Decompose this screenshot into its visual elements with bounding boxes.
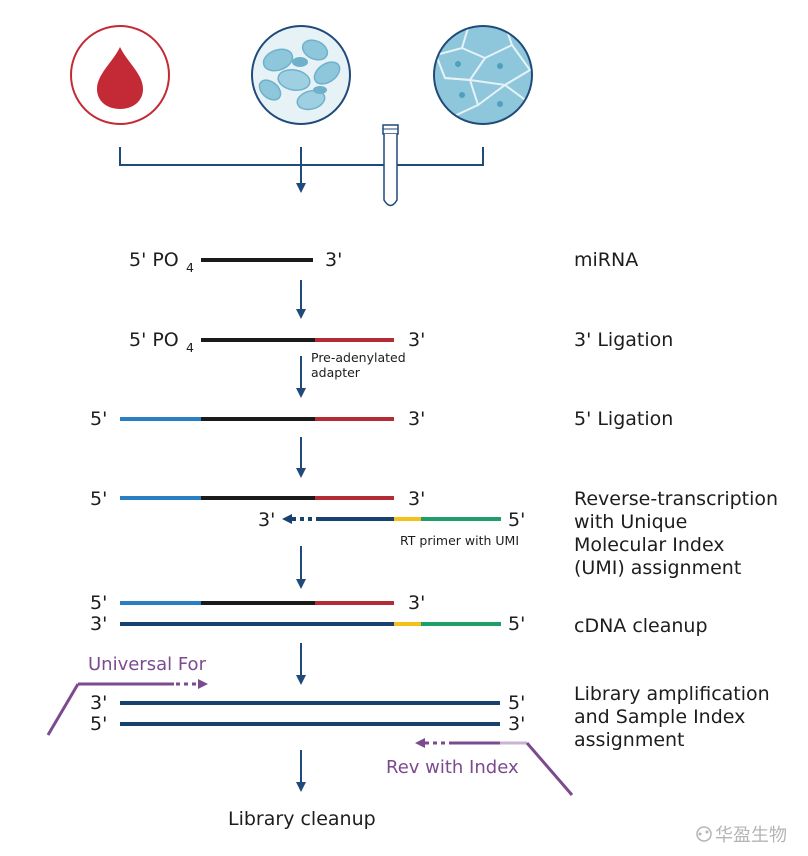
lig3-five-prime: 5' PO — [129, 329, 179, 351]
amp-bottom-five-prime: 5' — [90, 713, 107, 735]
amp-top-three-prime: 3' — [90, 692, 107, 714]
step-label-rt-line4: (UMI) assignment — [574, 557, 741, 579]
step-3-ligation: 5' PO 4 3' Pre-adenylated adapter 3' Lig… — [129, 329, 673, 380]
step-cdna-cleanup: 5' 3' 3' 5' cDNA cleanup — [90, 592, 708, 637]
amp-top-five-prime: 5' — [508, 692, 525, 714]
blood-cells-icon — [251, 25, 351, 125]
watermark-text: 华盈生物 — [715, 825, 787, 846]
cleanup-top-three-prime: 3' — [408, 592, 425, 614]
adapter-note-line2: adapter — [311, 365, 361, 380]
adapter-note-line1: Pre-adenylated — [311, 350, 406, 365]
blood-drop-icon — [70, 25, 170, 125]
tissue-cells-icon — [433, 25, 533, 125]
step-label-3-ligation: 3' Ligation — [574, 329, 673, 351]
step-label-5-ligation: 5' Ligation — [574, 408, 673, 430]
test-tube-icon — [382, 124, 399, 207]
forward-primer-label: Universal For — [88, 654, 207, 675]
step-label-rt-line2: with Unique — [574, 511, 687, 533]
rt-bottom-three-prime: 3' — [258, 509, 275, 531]
mirna-five-prime: 5' PO — [129, 249, 179, 271]
step-label-mirna: miRNA — [574, 249, 638, 271]
rt-top-five-prime: 5' — [90, 488, 107, 510]
step-mirna: 5' PO 4 3' miRNA — [129, 249, 638, 275]
step-library-amplification: Universal For 3' 5' 5' 3' Rev with Index… — [46, 654, 770, 796]
reverse-primer-label: Rev with Index — [386, 757, 519, 778]
cleanup-top-five-prime: 5' — [90, 592, 107, 614]
lig5-three-prime: 3' — [408, 408, 425, 430]
rt-bottom-five-prime: 5' — [508, 509, 525, 531]
step-label-cdna-cleanup: cDNA cleanup — [574, 615, 708, 637]
step-label-rt-line1: Reverse-transcription — [574, 488, 778, 510]
watermark: 华盈生物 — [696, 825, 787, 846]
step-label-amp-line1: Library amplification — [574, 683, 770, 705]
cleanup-bottom-five-prime: 5' — [508, 613, 525, 635]
step-label-amp-line3: assignment — [574, 729, 685, 751]
sample-collector-line — [119, 147, 484, 193]
lig5-five-prime: 5' — [90, 408, 107, 430]
lig3-three-prime: 3' — [408, 329, 425, 351]
step-label-library-cleanup: Library cleanup — [228, 808, 376, 830]
mirna-three-prime: 3' — [325, 249, 342, 271]
rt-primer-note: RT primer with UMI — [400, 533, 519, 548]
step-label-amp-line2: and Sample Index — [574, 706, 745, 728]
step-5-ligation: 5' 3' 5' Ligation — [90, 408, 673, 430]
step-reverse-transcription: 5' 3' 3' 5' RT primer with UMI Reverse-t… — [90, 488, 778, 579]
amp-bottom-three-prime: 3' — [508, 713, 525, 735]
rt-top-three-prime: 3' — [408, 488, 425, 510]
step-label-rt-line3: Molecular Index — [574, 534, 725, 556]
lig3-po4-subscript: 4 — [186, 340, 194, 355]
cleanup-bottom-three-prime: 3' — [90, 613, 107, 635]
mirna-po4-subscript: 4 — [186, 260, 194, 275]
